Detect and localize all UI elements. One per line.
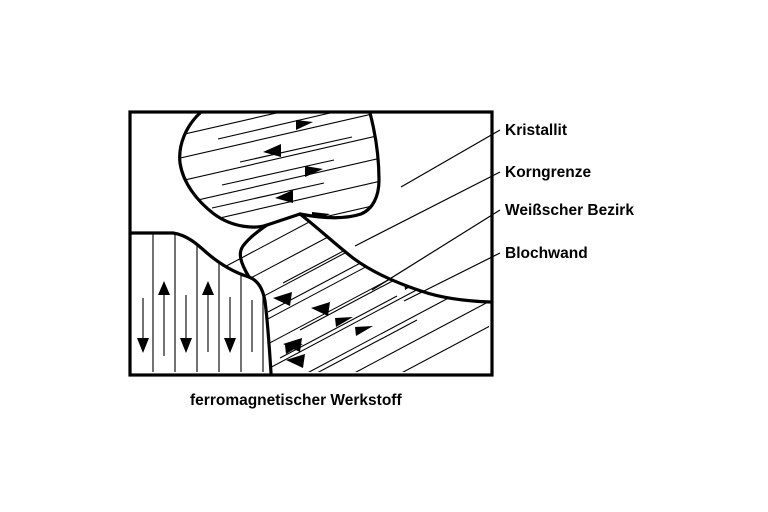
leader-line-weisscher-bezirk	[371, 209, 501, 291]
grain-left-arrowheads	[137, 281, 236, 353]
boundary-top-right-arc	[265, 111, 381, 227]
label-weisscher-bezirk: Weißscher Bezirk	[505, 202, 634, 219]
grain-boundaries	[129, 111, 492, 375]
leader-lines	[354, 129, 501, 302]
boundary-left-upper	[129, 231, 251, 279]
label-korngrenze: Korngrenze	[505, 164, 592, 181]
label-blochwand: Blochwand	[505, 245, 588, 262]
leader-line-korngrenze	[354, 171, 501, 247]
leader-line-kristallit	[400, 129, 501, 188]
boundary-triple-junction-link	[238, 223, 269, 279]
leader-line-blochwand	[403, 252, 501, 302]
boundary-top-left-arc	[178, 111, 269, 229]
boundary-center-right	[298, 212, 492, 304]
figure-caption: ferromagnetischer Werkstoff	[190, 392, 402, 409]
diagram-frame	[128, 110, 494, 377]
boundary-left-lower	[247, 275, 273, 375]
label-kristallit: Kristallit	[505, 122, 567, 139]
grain-top-arrowheads	[263, 120, 330, 223]
